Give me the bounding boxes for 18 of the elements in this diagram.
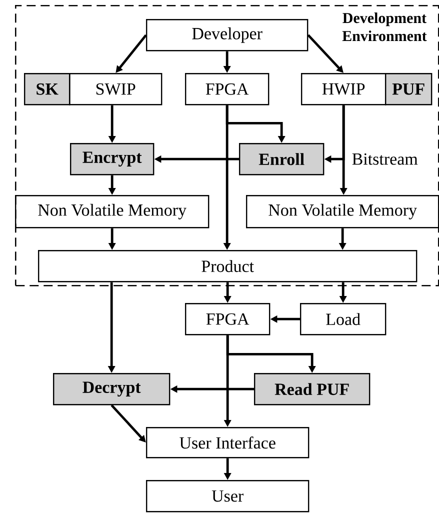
process-box: Developer	[146, 19, 308, 52]
process-box: Load	[300, 303, 386, 336]
process-box: User	[146, 480, 310, 512]
key-box: Decrypt	[53, 373, 170, 406]
key-box: PUF	[384, 73, 432, 106]
process-box: Non Volatile Memory	[246, 195, 439, 228]
edge-label: Bitstream	[350, 152, 419, 166]
process-box: FPGA	[185, 73, 270, 106]
key-box: Encrypt	[70, 143, 154, 176]
arrow	[110, 404, 146, 442]
key-box: Read PUF	[254, 373, 370, 406]
process-box: Non Volatile Memory	[15, 195, 210, 228]
process-box: FPGA	[185, 303, 270, 336]
process-box: User Interface	[146, 427, 310, 458]
process-box: Product	[38, 250, 418, 282]
process-box: SWIP	[69, 73, 162, 106]
key-box: SK	[24, 73, 70, 106]
key-box: Enroll	[239, 143, 324, 176]
